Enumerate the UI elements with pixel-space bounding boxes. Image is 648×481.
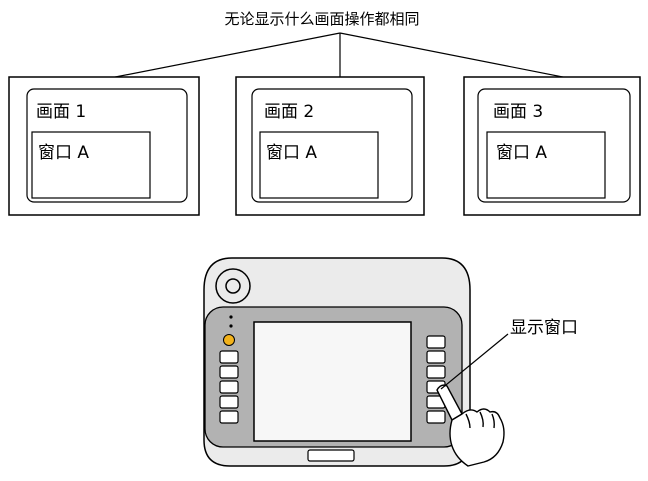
- left-button[interactable]: [219, 350, 239, 364]
- handheld-terminal: [203, 257, 509, 467]
- left-button[interactable]: [219, 380, 239, 394]
- indicator-lamp: [223, 334, 235, 346]
- left-button[interactable]: [219, 365, 239, 379]
- status-dot-2: [229, 324, 233, 328]
- callout-line: [440, 333, 509, 390]
- screen-frame-2: 画面 2 窗口 A: [235, 76, 425, 216]
- diagram-title: 无论显示什么画面操作都相同: [224, 10, 419, 28]
- device-bottom-slot: [307, 449, 355, 462]
- screen-frame-1: 画面 1 窗口 A: [8, 76, 200, 216]
- window-label-1: 窗口 A: [38, 143, 89, 163]
- window-a-1: [31, 131, 151, 199]
- right-button[interactable]: [426, 335, 446, 349]
- right-button[interactable]: [426, 365, 446, 379]
- window-a-2: [259, 131, 379, 199]
- screen-frame-3: 画面 3 窗口 A: [463, 76, 641, 216]
- hand-icon: [436, 384, 505, 467]
- left-button[interactable]: [219, 410, 239, 424]
- callout-label: 显示窗口: [510, 318, 578, 338]
- status-dot-1: [229, 315, 233, 319]
- left-button-column: [219, 350, 239, 424]
- screen-label-1: 画面 1: [36, 102, 86, 122]
- knob-icon: [215, 268, 251, 304]
- right-button[interactable]: [426, 410, 446, 424]
- left-button[interactable]: [219, 395, 239, 409]
- screen-label-3: 画面 3: [493, 102, 543, 122]
- device-screen: [253, 321, 412, 442]
- right-button-column: [426, 335, 446, 424]
- screen-label-2: 画面 2: [264, 102, 314, 122]
- right-button[interactable]: [426, 350, 446, 364]
- window-label-2: 窗口 A: [266, 143, 317, 163]
- connector-lines: [99, 32, 579, 81]
- window-label-3: 窗口 A: [496, 143, 547, 163]
- window-a-3: [486, 131, 606, 199]
